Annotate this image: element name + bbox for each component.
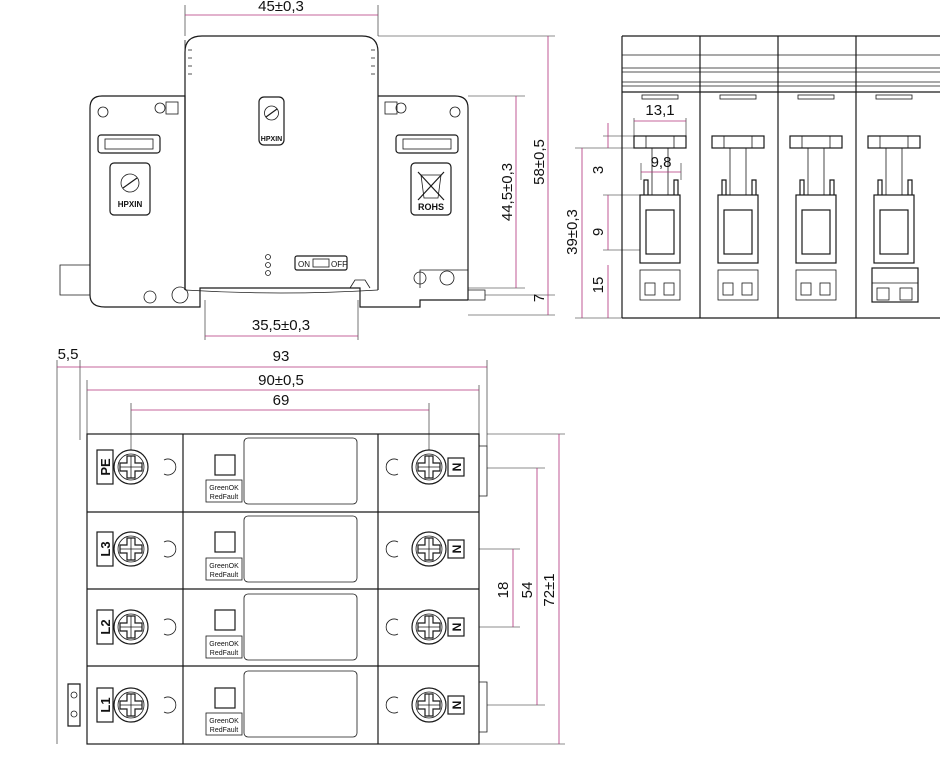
pole-label-l3: L3 xyxy=(98,541,113,556)
dim-front-55: 5,5 xyxy=(58,346,79,363)
dim-front-18: 18 xyxy=(495,582,512,599)
neutral-label-l3: N xyxy=(450,545,464,554)
neutral-label-l2: N xyxy=(450,623,464,632)
dim-side-3: 3 xyxy=(590,166,607,174)
status-box-l1 xyxy=(205,712,243,736)
indicator-l3 xyxy=(214,531,236,553)
status-fault-l3: RedFault xyxy=(210,572,238,579)
dimension-lines-side xyxy=(575,118,687,319)
rohs-label: ROHS xyxy=(418,202,444,212)
status-fault-l1: RedFault xyxy=(210,727,238,734)
dim-top-width: 45±0,3 xyxy=(258,0,304,15)
pole-label-pe: PE xyxy=(98,458,113,476)
dim-side-9: 9 xyxy=(590,228,607,236)
pole-label-l2: L2 xyxy=(98,619,113,634)
status-ok-l3: GreenOK xyxy=(209,563,239,570)
switch-on-label: ON xyxy=(298,260,310,269)
dim-side-13: 13,1 xyxy=(645,102,674,119)
module-side-view xyxy=(621,35,940,319)
dim-height-44: 44,5±0,3 xyxy=(499,163,516,221)
dim-rail-offset: 7 xyxy=(531,294,548,302)
dim-front-54: 54 xyxy=(519,582,536,599)
dim-side-98: 9,8 xyxy=(651,154,672,171)
status-ok-l2: GreenOK xyxy=(209,641,239,648)
switch-off-label: OFF xyxy=(331,260,347,269)
neutral-label-l1: N xyxy=(450,701,464,710)
dim-front-69: 69 xyxy=(273,392,290,409)
status-box-l2 xyxy=(205,635,243,659)
brand-left: HPXIN xyxy=(118,200,143,209)
indicator-pe xyxy=(214,454,236,476)
dim-side-39: 39±0,3 xyxy=(564,209,581,255)
brand-center: HPXIN xyxy=(261,136,282,143)
dim-front-72: 72±1 xyxy=(541,573,558,606)
dim-rail-width: 35,5±0,3 xyxy=(252,317,310,334)
pole-label-l1: L1 xyxy=(98,697,113,712)
poles-top-view xyxy=(67,433,488,745)
dim-front-93: 93 xyxy=(273,348,290,365)
dim-front-90: 90±0,5 xyxy=(258,372,304,389)
dim-height-58: 58±0,5 xyxy=(531,139,548,185)
status-ok-pe: GreenOK xyxy=(209,485,239,492)
status-box-l3 xyxy=(205,557,243,581)
status-box-pe xyxy=(205,479,243,503)
dimension-lines-front xyxy=(184,5,555,340)
module-front-view xyxy=(59,35,486,308)
indicator-l2 xyxy=(214,609,236,631)
dimension-lines-poles xyxy=(56,360,565,745)
status-ok-l1: GreenOK xyxy=(209,718,239,725)
neutral-label-pe: N xyxy=(450,463,464,472)
dim-side-15: 15 xyxy=(590,277,607,294)
status-fault-pe: RedFault xyxy=(210,494,238,501)
status-fault-l2: RedFault xyxy=(210,650,238,657)
indicator-l1 xyxy=(214,687,236,709)
